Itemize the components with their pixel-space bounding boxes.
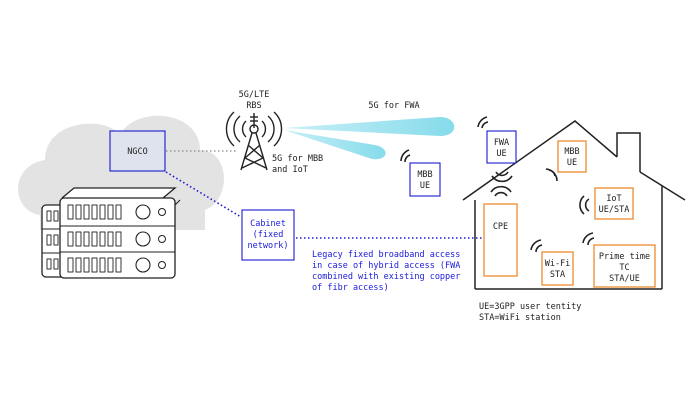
mbb-ue-outside-line2: UE: [420, 181, 430, 191]
wifi-sta-line1: Wi-Fi: [545, 259, 571, 269]
legacy-note-line1: Legacy fixed broadband access: [312, 250, 460, 260]
cabinet-line1: Cabinet: [250, 219, 286, 229]
wireless-signal-icon: [400, 149, 411, 163]
ngco-node[interactable]: NGCO: [109, 130, 166, 172]
mbb-beam: [284, 130, 386, 160]
legacy-note-line3: combined with existing copper: [312, 272, 460, 282]
prime-time-node[interactable]: Prime time TC STA/UE: [593, 244, 656, 288]
prime-time-line1: Prime time: [599, 252, 650, 262]
cabinet-line2: (fixed: [253, 230, 284, 240]
server-rack-icon: [41, 187, 181, 279]
legend-line2: STA=WiFi station: [479, 313, 561, 323]
legend-line1: UE=3GPP user tentity: [479, 302, 581, 312]
wireless-signal-icon: [582, 232, 595, 246]
wireless-signal-icon: [579, 195, 590, 215]
wireless-signal-icon: [545, 168, 558, 182]
mbb-ue-house-line1: MBB: [564, 147, 579, 157]
mbb-ue-outside-node[interactable]: MBB UE: [409, 162, 441, 197]
prime-time-line3: STA/UE: [609, 274, 640, 284]
fwa-ue-line1: FWA: [494, 138, 509, 148]
mbb-beam-label-line2: and IoT: [272, 165, 308, 175]
ngco-cabinet-link: [165, 171, 242, 218]
legacy-note-line2: in case of hybrid access (FWA: [312, 261, 460, 271]
mbb-ue-outside-line1: MBB: [417, 170, 432, 180]
wifi-sta-node[interactable]: Wi-Fi STA: [541, 251, 574, 286]
wifi-sta-line2: STA: [550, 270, 565, 280]
ngco-label: NGCO: [127, 147, 147, 157]
antenna-tower-icon: [225, 111, 283, 171]
iot-line1: IoT: [606, 194, 621, 204]
iot-node[interactable]: IoT UE/STA: [594, 187, 634, 220]
cabinet-line3: network): [248, 241, 289, 251]
wireless-signal-icon: [490, 185, 512, 197]
cabinet-node[interactable]: Cabinet (fixed network): [241, 209, 295, 261]
wireless-signal-icon: [491, 171, 513, 183]
cpe-node[interactable]: CPE: [483, 203, 518, 277]
wireless-signal-icon: [477, 116, 489, 129]
mbb-ue-house-node[interactable]: MBB UE: [557, 140, 587, 173]
cpe-label: CPE: [493, 222, 508, 232]
fwa-beam: [284, 117, 455, 136]
house-outline-icon: [462, 120, 686, 290]
rbs-label-line1: 5G/LTE: [239, 90, 270, 100]
fwa-ue-node[interactable]: FWA UE: [486, 130, 517, 164]
legacy-note-line4: of fibr access): [312, 283, 389, 293]
fwa-ue-line2: UE: [496, 149, 506, 159]
prime-time-line2: TC: [619, 263, 629, 273]
fwa-beam-label: 5G for FWA: [368, 101, 419, 111]
iot-line2: UE/STA: [599, 205, 630, 215]
mbb-ue-house-line2: UE: [567, 158, 577, 168]
rbs-label-line2: RBS: [246, 101, 261, 111]
wireless-signal-icon: [530, 239, 543, 253]
mbb-beam-label-line1: 5G for MBB: [272, 154, 323, 164]
